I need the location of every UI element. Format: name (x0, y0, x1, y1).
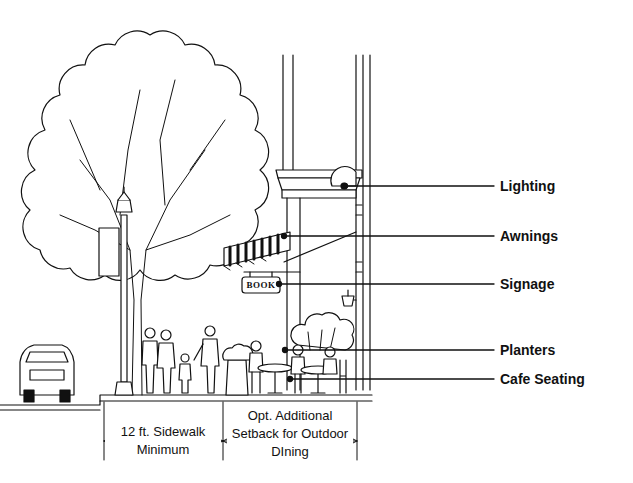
tree-canopy (21, 31, 268, 280)
lamp-post (99, 187, 133, 395)
hanging-sign (242, 272, 300, 293)
callout-label: Signage (500, 276, 554, 293)
dimension-label: 12 ft. Sidewalk Minimum (105, 423, 221, 459)
tree-branches (60, 80, 230, 395)
sign-text: BOOK (246, 280, 275, 291)
callout-label: Planters (500, 342, 555, 359)
callout-label: Lighting (500, 178, 555, 195)
callout-label: Cafe Seating (500, 371, 585, 388)
pedestrians (142, 326, 219, 393)
leader-lines (277, 184, 495, 382)
cafe-seating (249, 341, 346, 393)
dimension-lines (104, 402, 357, 460)
wall-lamp (342, 290, 356, 306)
callout-label: Awnings (500, 228, 558, 245)
planters (223, 313, 354, 395)
car (20, 345, 74, 402)
awning (224, 232, 356, 270)
dimension-label: Opt. Additional Setback for Outdoor DIni… (227, 407, 353, 461)
building (276, 55, 370, 390)
